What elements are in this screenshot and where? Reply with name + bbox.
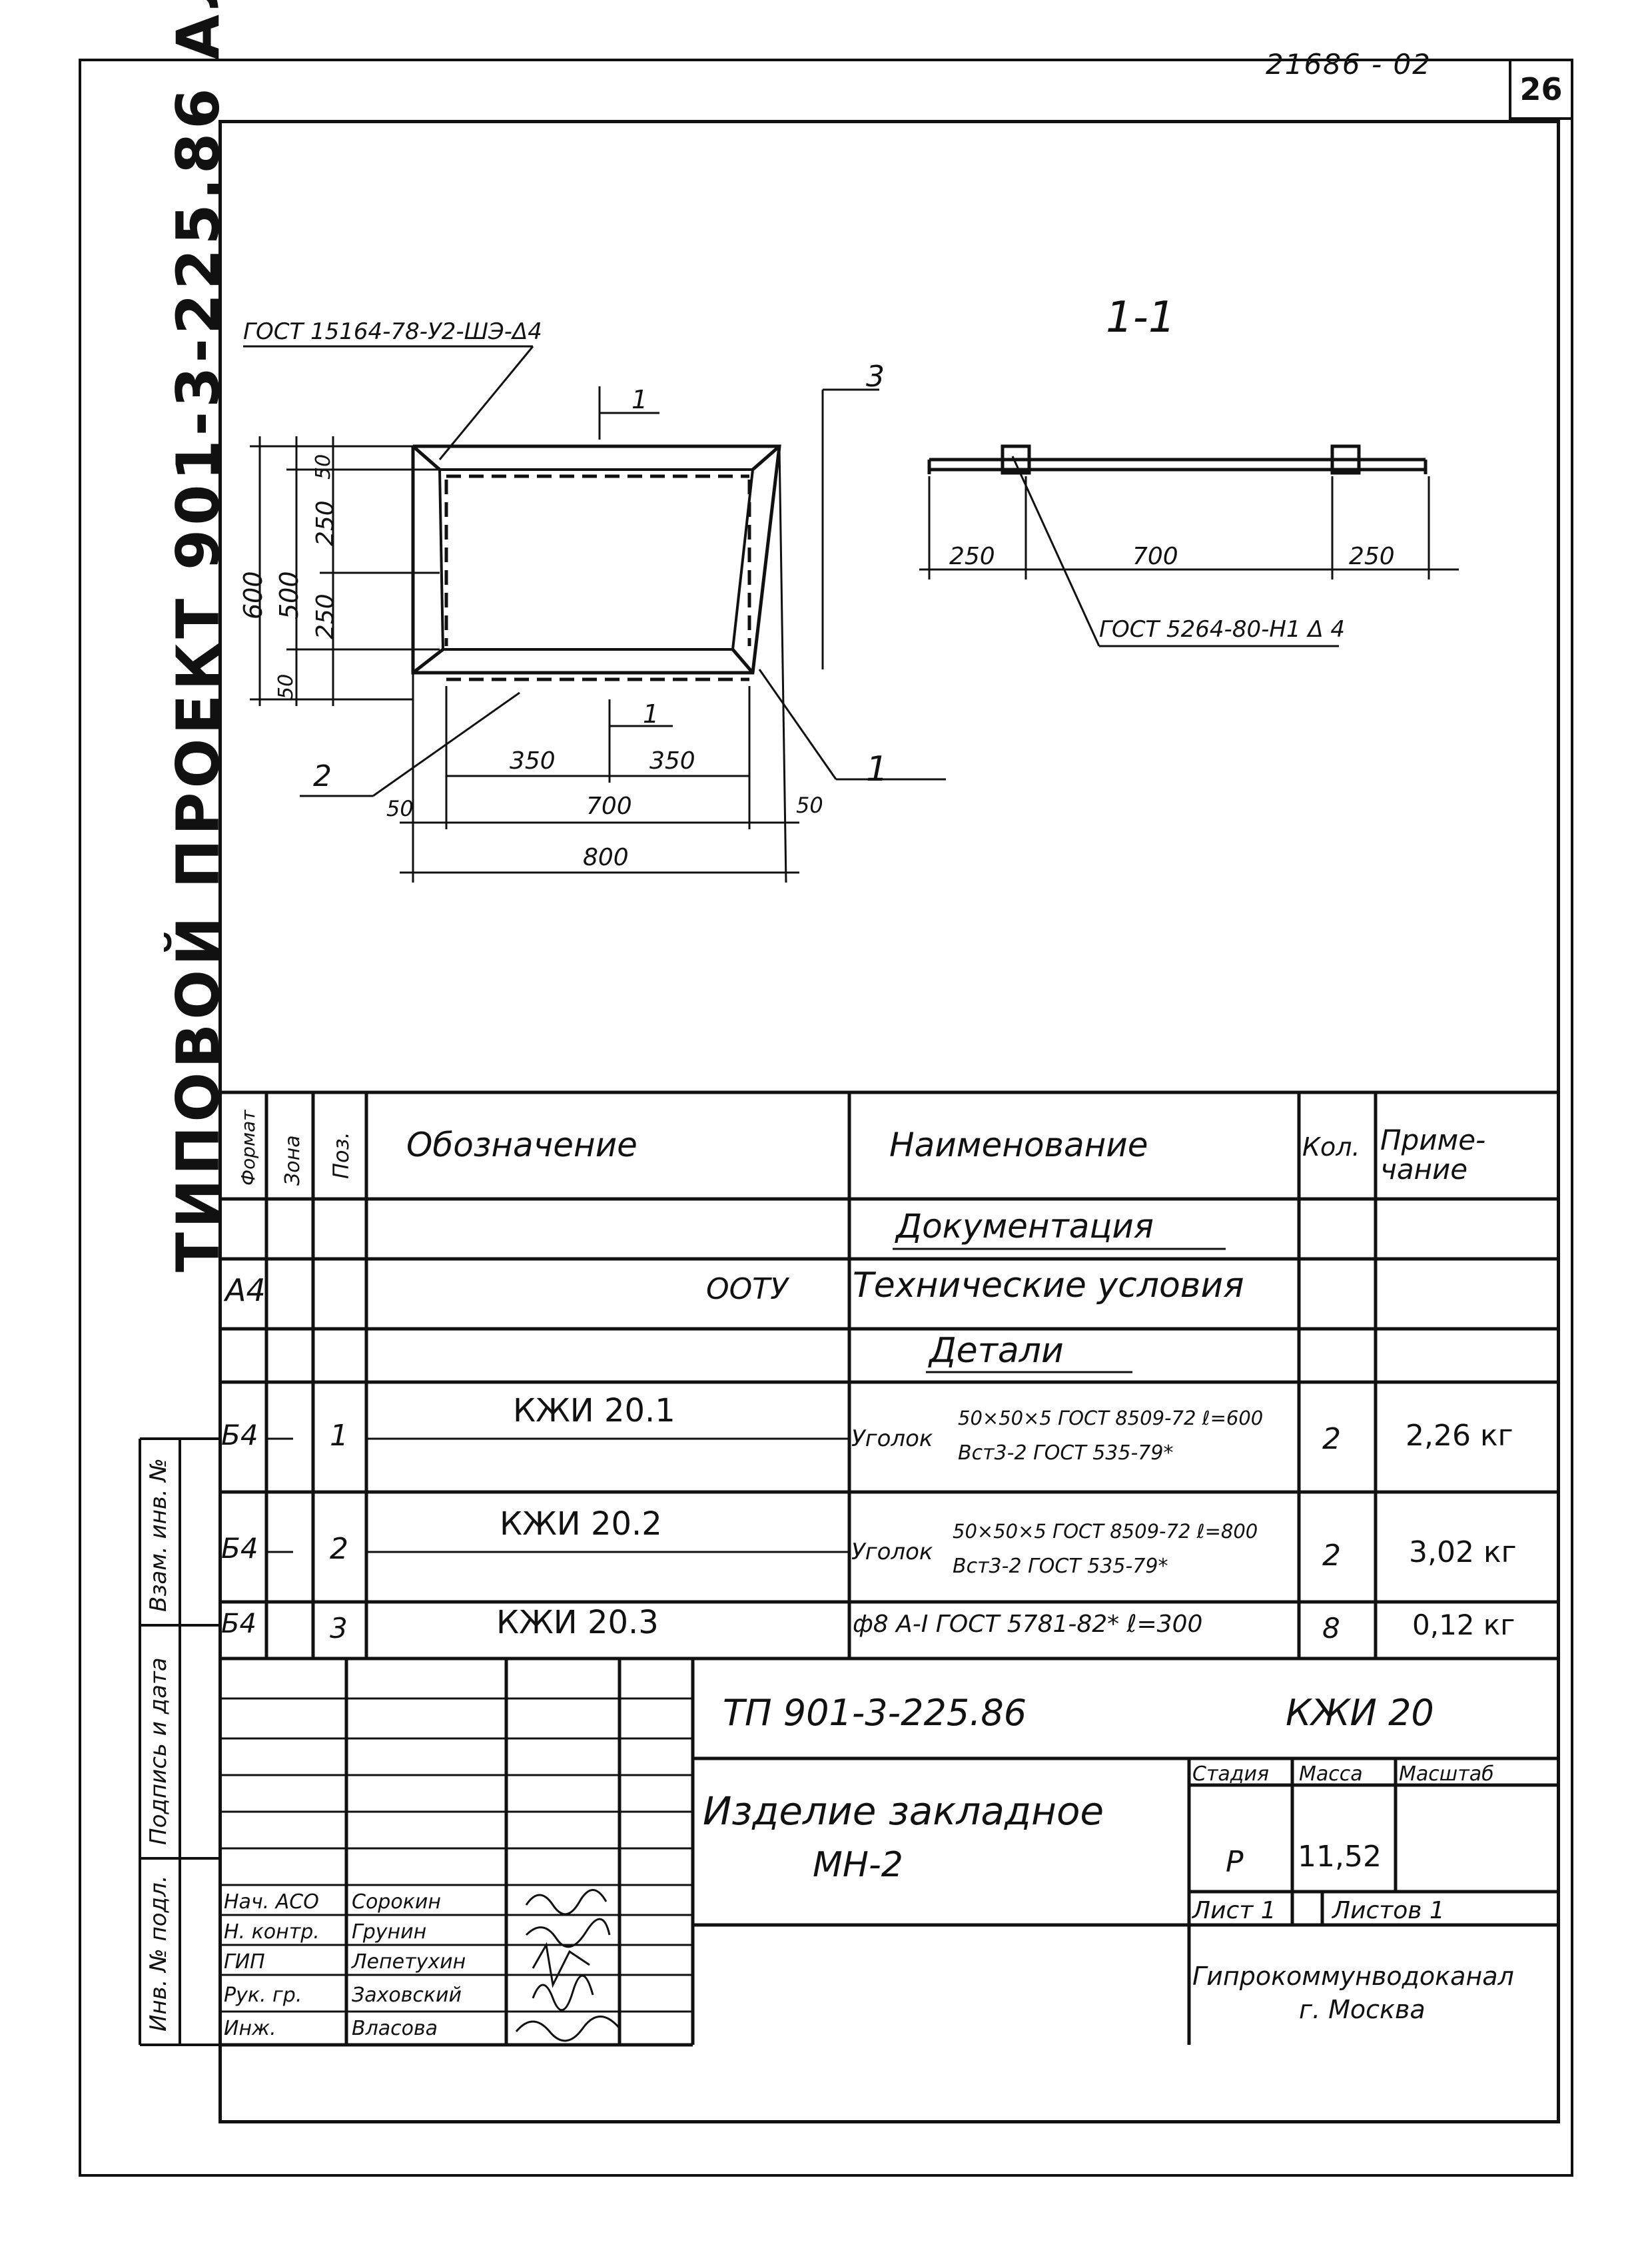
dim-50-right: 50 <box>796 793 823 818</box>
dim-800: 800 <box>583 844 629 871</box>
mass-value: 11,52 <box>1298 1840 1382 1874</box>
col-header-note: Приме- чание <box>1380 1124 1486 1186</box>
section-dim-250-left: 250 <box>949 543 995 570</box>
sig-name-1: Сорокин <box>352 1890 441 1914</box>
sig-name-5: Власова <box>352 2017 438 2040</box>
scale-label: Масштаб <box>1399 1762 1494 1786</box>
sig-role-3: ГИП <box>224 1950 265 1974</box>
cut-marker-bottom: 1 <box>643 699 659 729</box>
weld-note-top: ГОСТ 15164-78-У2-ШЭ-Δ4 <box>243 318 542 345</box>
row1-name-head: Уголок <box>851 1425 933 1452</box>
sig-name-2: Грунин <box>352 1920 427 1944</box>
row1-pos: 1 <box>330 1419 348 1453</box>
sheet-number: 26 <box>1509 59 1573 120</box>
sig-role-2: Н. контр. <box>224 1920 320 1944</box>
sig-role-5: Инж. <box>224 2017 276 2040</box>
col-header-name: Наименование <box>889 1126 1148 1164</box>
cut-marker-top: 1 <box>631 385 648 414</box>
sig-role-4: Рук. гр. <box>224 1984 302 2007</box>
dim-350-right: 350 <box>649 747 695 775</box>
row2-pos: 2 <box>330 1532 348 1566</box>
product-code: КЖИ 20 <box>1286 1692 1434 1734</box>
row2-designation: КЖИ 20.2 <box>500 1505 662 1543</box>
row2-format: Б4 <box>221 1532 258 1565</box>
sig-name-4: Заховский <box>352 1984 462 2007</box>
drawing-border <box>218 120 1560 2123</box>
sheets-label: Листов 1 <box>1332 1897 1445 1924</box>
col-header-qty: Кол. <box>1302 1132 1360 1162</box>
weld-note-section: ГОСТ 5264-80-Н1 Δ 4 <box>1099 616 1346 643</box>
item-name-line1: Изделие закладное <box>703 1788 1104 1834</box>
row2-qty: 2 <box>1322 1539 1341 1573</box>
stage-value: Р <box>1226 1845 1244 1879</box>
doc-row-format: А4 <box>225 1272 266 1308</box>
row1-format: Б4 <box>221 1419 258 1451</box>
signature-scribbles <box>515 1889 621 2042</box>
project-code: ТП 901-3-225.86 <box>723 1692 1027 1734</box>
row2-name-line1: 50×50×5 ГОСТ 8509-72 ℓ=800 <box>953 1520 1258 1543</box>
section-details: Детали <box>929 1331 1064 1371</box>
doc-row-designation: ООТУ <box>706 1272 788 1306</box>
section-label: 1-1 <box>1106 293 1176 342</box>
row2-note: 3,02 кг <box>1409 1535 1517 1569</box>
organization: Гипрокоммунводоканал <box>1192 1962 1514 1991</box>
row3-name-line1: ф8 А-I ГОСТ 5781-82* ℓ=300 <box>853 1611 1203 1638</box>
sheet-frame <box>79 59 1573 2177</box>
sheet-label: Лист 1 <box>1192 1897 1276 1924</box>
row3-pos: 3 <box>330 1612 348 1645</box>
doc-row-name: Технические условия <box>853 1266 1244 1306</box>
sig-name-3: Лепетухин <box>352 1950 466 1974</box>
row3-designation: КЖИ 20.3 <box>496 1604 659 1641</box>
document-number: 21686 - 02 <box>1266 48 1432 81</box>
row3-format: Б4 <box>221 1609 256 1639</box>
callout-3: 3 <box>866 360 885 394</box>
city: г. Москва <box>1299 1995 1426 2024</box>
col-header-designation: Обозначение <box>406 1126 637 1164</box>
stage-label: Стадия <box>1192 1762 1270 1786</box>
row1-designation: КЖИ 20.1 <box>513 1392 675 1429</box>
dim-700: 700 <box>586 793 632 820</box>
mass-label: Масса <box>1299 1762 1363 1786</box>
callout-2: 2 <box>313 759 332 793</box>
row3-note: 0,12 кг <box>1412 1609 1515 1641</box>
section-documentation: Документация <box>896 1207 1154 1246</box>
dim-50-left: 50 <box>386 796 414 821</box>
dim-350-left: 350 <box>510 747 556 775</box>
row1-name-line2: Вст3-2 ГОСТ 535-79* <box>958 1441 1174 1465</box>
section-dim-700: 700 <box>1132 543 1178 570</box>
row1-qty: 2 <box>1322 1422 1341 1456</box>
item-name-line2: МН-2 <box>813 1845 903 1885</box>
row2-name-line2: Вст3-2 ГОСТ 535-79* <box>953 1555 1168 1578</box>
sig-role-1: Нач. АСО <box>224 1890 319 1914</box>
section-dim-250-right: 250 <box>1349 543 1395 570</box>
row2-name-head: Уголок <box>851 1539 933 1565</box>
row1-note: 2,26 кг <box>1406 1419 1513 1453</box>
callout-1: 1 <box>866 749 889 789</box>
row1-name-line1: 50×50×5 ГОСТ 8509-72 ℓ=600 <box>958 1407 1264 1429</box>
row3-qty: 8 <box>1322 1612 1340 1645</box>
